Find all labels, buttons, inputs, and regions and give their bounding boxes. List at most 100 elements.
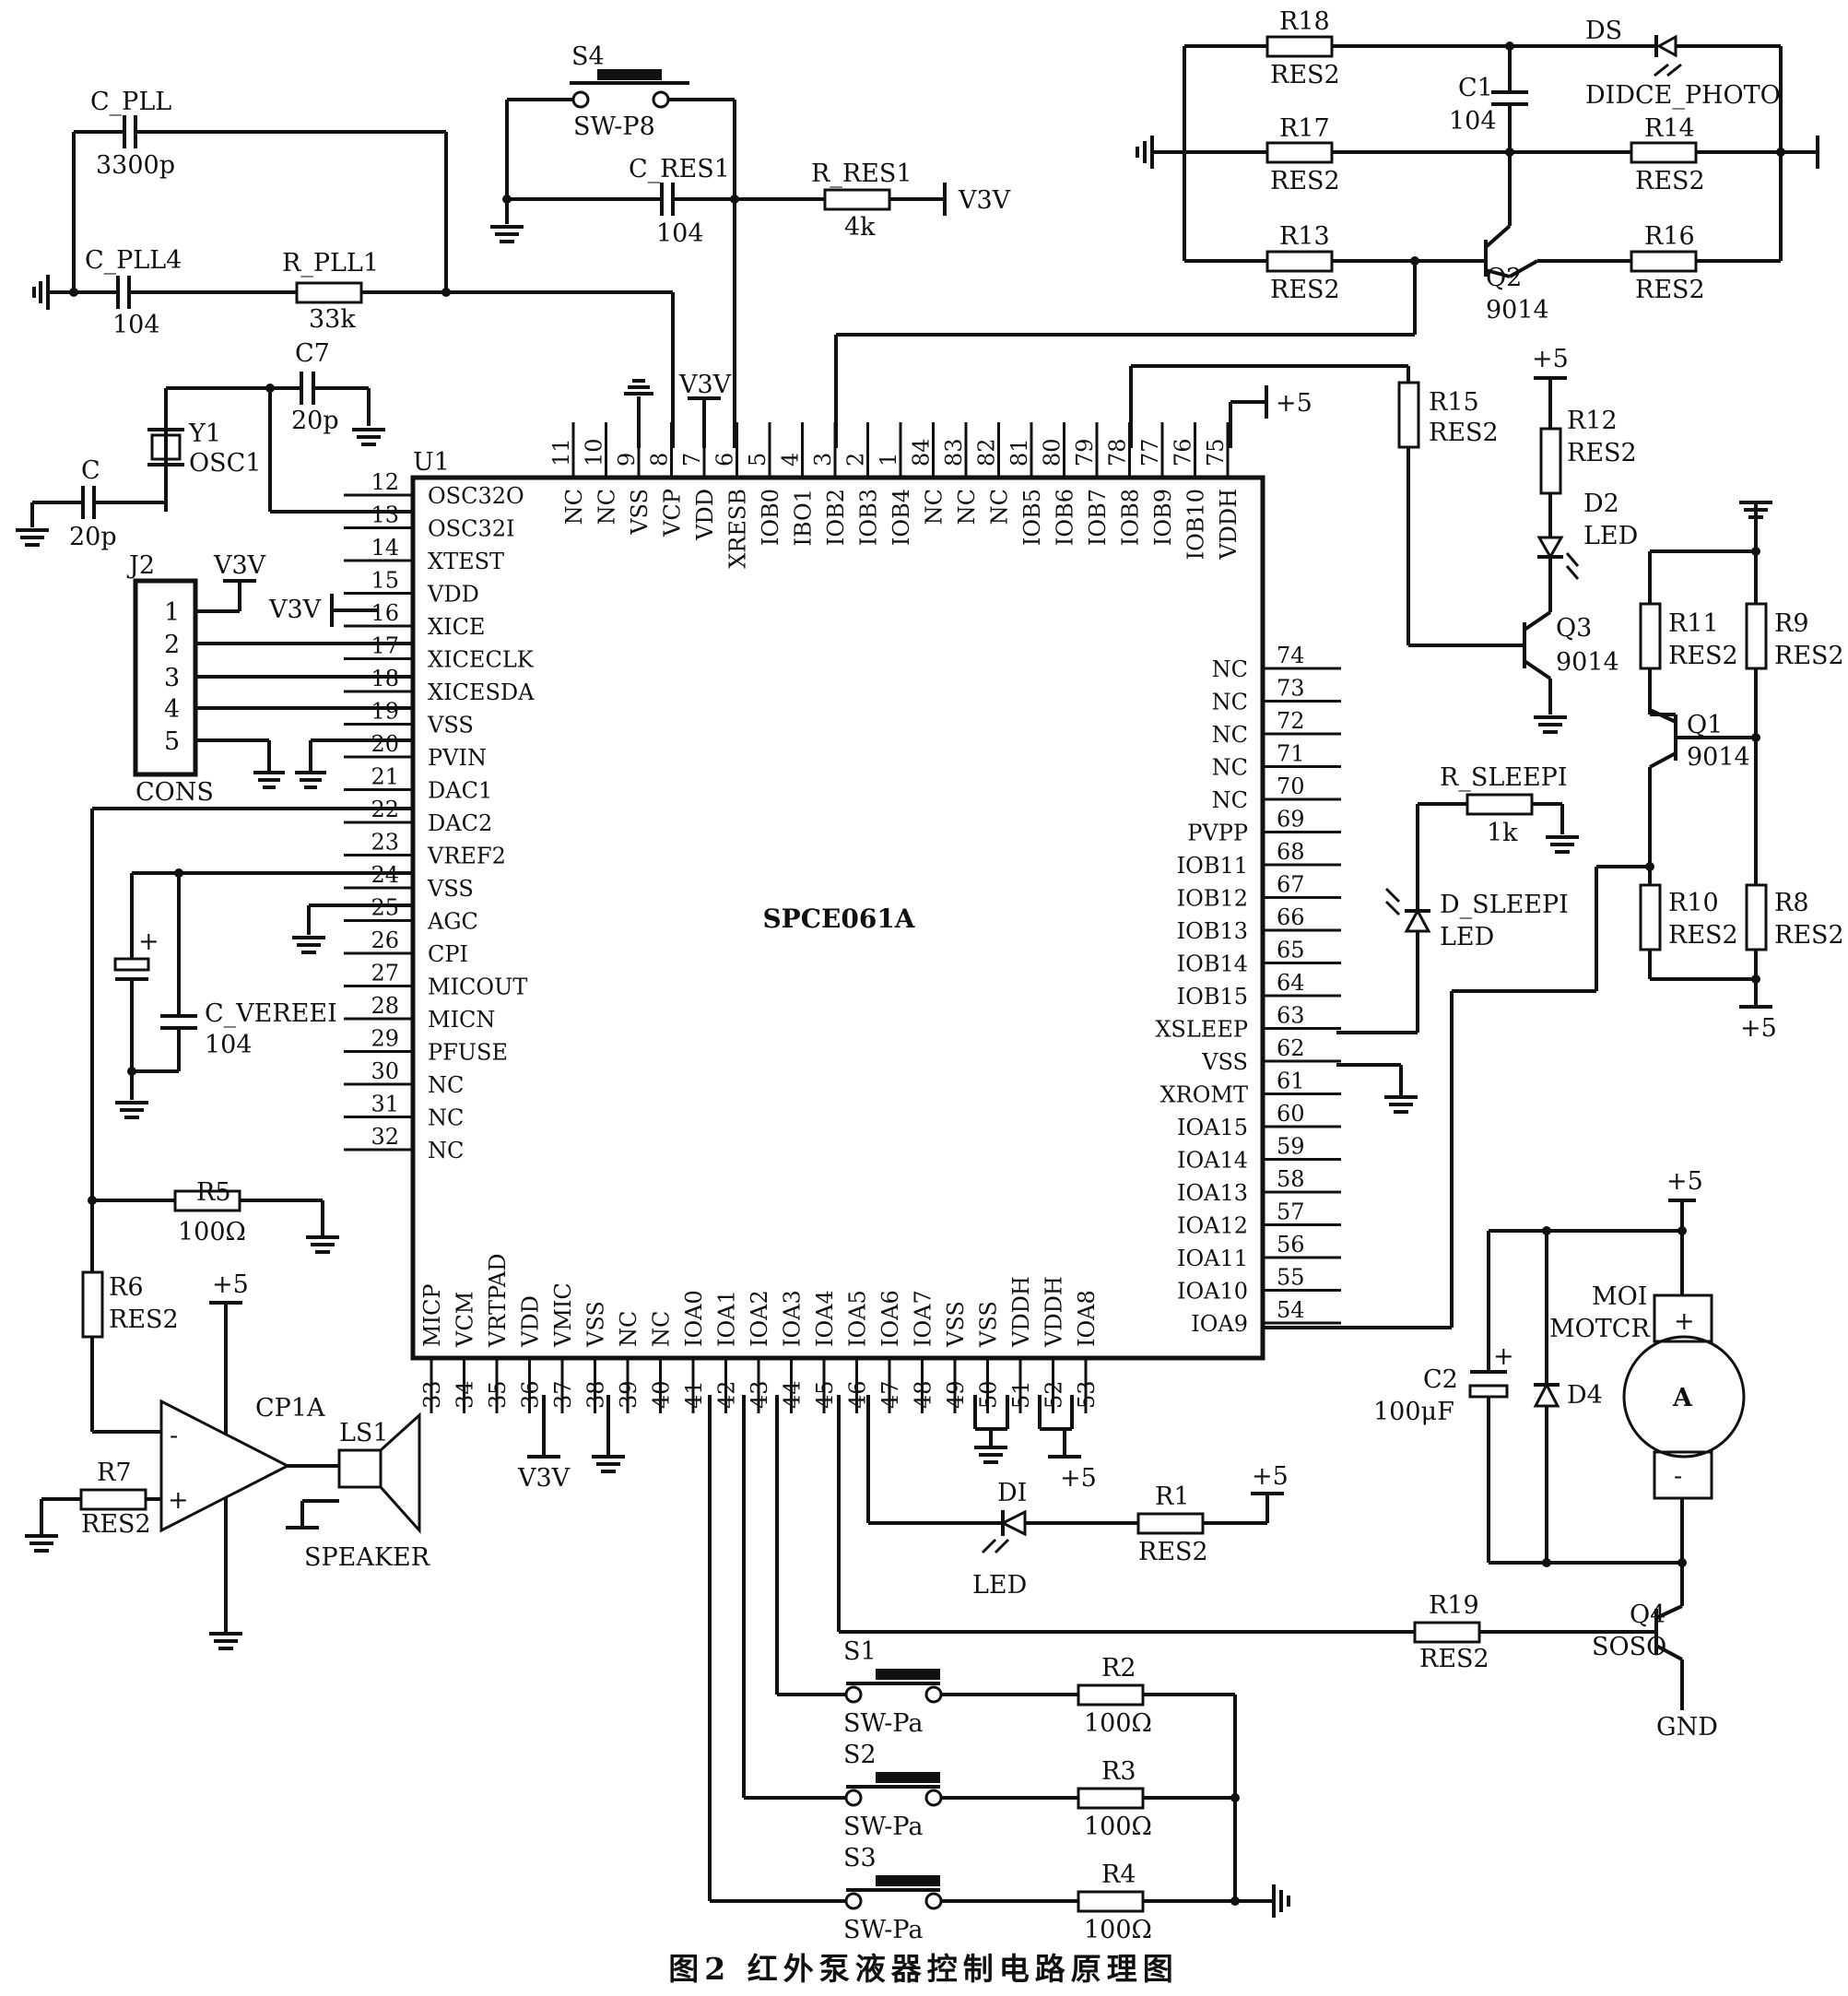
v3v-bottom-label: V3V <box>517 1464 571 1493</box>
r5-value: 100Ω <box>178 1218 246 1246</box>
ds-label: DS <box>1585 17 1622 45</box>
bottom-power-stubs <box>527 1395 1081 1473</box>
pin-name-right: IOA9 <box>1191 1311 1248 1337</box>
pin-number-right: 63 <box>1277 1003 1305 1029</box>
c-res1-label: C_RES1 <box>629 155 730 183</box>
pin-number-left: 23 <box>371 830 399 856</box>
pin-number-left: 19 <box>371 699 399 725</box>
top-power-stubs <box>624 261 1417 448</box>
pin-name-left: XICESDA <box>428 679 535 705</box>
pin-name-right: NC <box>1212 690 1248 715</box>
pin-name-left: AGC <box>427 909 478 935</box>
q1-value: 9014 <box>1687 743 1750 772</box>
pin-number-bottom: 42 <box>714 1380 740 1409</box>
s1-switch[interactable] <box>844 1669 1235 1707</box>
pin-name-right: NC <box>1212 722 1248 748</box>
motor-minus-label: - <box>1674 1462 1682 1491</box>
j2-pin1: 1 <box>164 598 180 627</box>
pin-name-left: VDD <box>427 582 479 608</box>
plus5-top-label: +5 <box>1276 389 1312 418</box>
d-sleepi-label: D_SLEEPI <box>1440 891 1569 919</box>
s2-switch[interactable] <box>844 1772 1235 1810</box>
pin-name-top: NC <box>954 489 980 525</box>
plus5-motor-label: +5 <box>1666 1167 1703 1196</box>
q3-label: Q3 <box>1556 614 1592 643</box>
plus5-bottom-label: +5 <box>1060 1464 1097 1493</box>
pin-name-right: IOB12 <box>1177 886 1248 912</box>
photo-sensor-circuit <box>1136 34 1819 278</box>
pin-number-right: 56 <box>1277 1232 1305 1258</box>
pin-number-top: 10 <box>582 438 607 467</box>
plus5-opamp-label: +5 <box>212 1270 249 1299</box>
r9-label: R9 <box>1774 609 1809 638</box>
r19-value: RES2 <box>1419 1645 1489 1673</box>
r10-value: RES2 <box>1668 921 1738 950</box>
chip-name-label: SPCE061A <box>762 904 915 934</box>
cons-label: CONS <box>135 778 214 807</box>
j2-label: J2 <box>126 551 155 580</box>
pin-number-left: 15 <box>371 568 399 594</box>
pin-name-top: NC <box>922 489 948 525</box>
pin-name-left: MICOUT <box>428 974 527 1000</box>
pin-name-top: NC <box>987 489 1013 525</box>
r13-value: RES2 <box>1270 276 1340 304</box>
pin-name-top: IOB4 <box>889 489 914 546</box>
pin-number-left: 26 <box>371 927 399 953</box>
pin-name-bottom: IOA5 <box>845 1290 871 1347</box>
pin-number-bottom: 49 <box>943 1380 969 1409</box>
j2-pin5: 5 <box>164 727 180 756</box>
pin-name-top: IOB3 <box>856 489 882 546</box>
r11-value: RES2 <box>1668 642 1738 670</box>
s3-label: S3 <box>843 1844 877 1872</box>
pin-number-top: 79 <box>1072 438 1098 467</box>
pin-name-right: NC <box>1212 787 1248 813</box>
r4-label: R4 <box>1101 1860 1136 1889</box>
pin-name-right: IOA11 <box>1177 1246 1248 1271</box>
d2-value: LED <box>1583 522 1638 550</box>
q2-label: Q2 <box>1486 264 1522 292</box>
pin-name-bottom: IOA0 <box>681 1290 707 1347</box>
c1-label: C1 <box>1458 74 1493 102</box>
c7-label: C7 <box>295 339 330 368</box>
pin-number-left: 12 <box>371 469 399 495</box>
pin-number-bottom: 41 <box>681 1380 707 1409</box>
pin-name-bottom: IOA2 <box>747 1290 772 1347</box>
d-sleepi-value: LED <box>1440 923 1494 951</box>
pin-name-right: NC <box>1212 656 1248 682</box>
u1-chip-body <box>410 475 1265 1361</box>
pin-number-bottom: 44 <box>780 1380 806 1409</box>
pin-number-right: 55 <box>1277 1265 1305 1291</box>
pin-number-right: 73 <box>1277 676 1305 702</box>
pin-number-left: 29 <box>371 1026 399 1052</box>
pin-number-left: 17 <box>371 633 399 659</box>
pin-name-left: XICECLK <box>428 647 535 673</box>
di-label: DI <box>997 1479 1027 1507</box>
pin-name-bottom: VRTPAD <box>485 1253 511 1348</box>
pin-name-left: PFUSE <box>428 1040 508 1066</box>
pin-number-top: 6 <box>712 453 738 467</box>
led-driver-q3 <box>1397 376 1580 734</box>
pin-number-bottom: 45 <box>812 1380 838 1409</box>
pin-number-left: 16 <box>371 600 399 626</box>
pin-name-left: NC <box>428 1105 464 1131</box>
c2-label: C2 <box>1423 1365 1458 1394</box>
pin-number-top: 11 <box>548 438 574 467</box>
q1-bias-network <box>1263 501 1772 1329</box>
pin-name-bottom: VMIC <box>550 1282 576 1348</box>
pin-number-right: 64 <box>1277 970 1305 996</box>
s3-switch[interactable] <box>844 1695 1290 1918</box>
r1-value: RES2 <box>1138 1538 1208 1566</box>
pin-name-right: XROMT <box>1160 1082 1248 1108</box>
pin-name-right: IOA13 <box>1177 1180 1248 1206</box>
pin-name-bottom: MICP <box>419 1283 445 1347</box>
pin-name-bottom: IOA8 <box>1074 1290 1100 1347</box>
r2-label: R2 <box>1101 1654 1136 1683</box>
pin-number-left: 20 <box>371 731 399 757</box>
di-led-label: LED <box>972 1571 1027 1600</box>
pin-name-top: IOB7 <box>1085 489 1111 546</box>
pin-name-left: VSS <box>427 713 474 738</box>
pin-number-right: 67 <box>1277 872 1305 898</box>
pin-number-top: 80 <box>1040 438 1065 467</box>
pin-number-top: 5 <box>745 453 771 467</box>
